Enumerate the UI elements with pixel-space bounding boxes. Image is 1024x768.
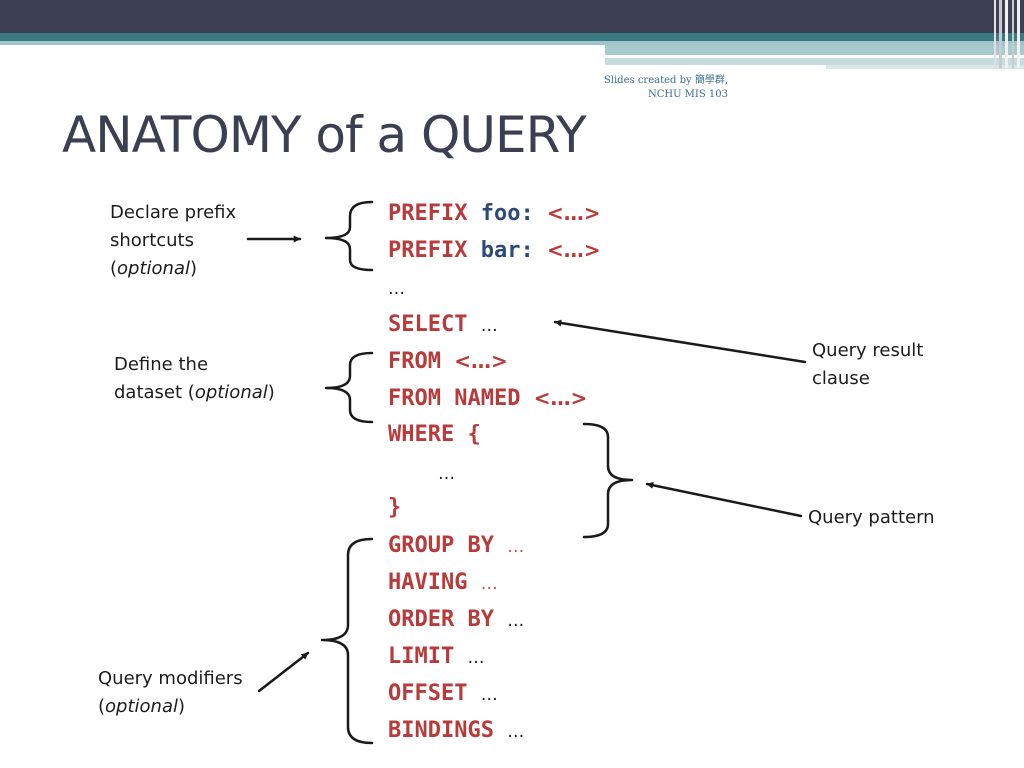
dataset-text: dataset ( — [114, 382, 195, 403]
page-title: ANATOMY of a QUERY — [62, 106, 587, 164]
keyword-bindings: BINDINGS — [388, 718, 494, 743]
optional-text: optional — [194, 382, 268, 403]
closing-brace: } — [388, 495, 402, 520]
header-band — [0, 0, 1024, 69]
credit-line-2: NCHU MIS 103 — [647, 89, 728, 100]
brace-pattern — [582, 422, 634, 539]
prefix-name-bar: bar: — [480, 238, 534, 263]
keyword-order-by: ORDER BY — [388, 607, 494, 632]
label-result-line-1: Query result — [812, 340, 924, 361]
keyword-prefix: PREFIX — [388, 201, 468, 226]
label-prefix-line-1: Declare prefix — [110, 202, 237, 223]
iri-placeholder: <…> — [454, 349, 508, 373]
paren-open: ( — [98, 696, 106, 717]
brace-dataset — [324, 351, 374, 424]
label-prefix: Declare prefix shortcuts (optional) — [110, 199, 236, 283]
ellipsis: … — [388, 279, 405, 299]
code-line-limit: LIMIT … — [388, 643, 484, 672]
label-modifiers-line-2: (optional) — [98, 693, 243, 721]
code-line-prefix-bar: PREFIX bar: <…> — [388, 236, 600, 265]
code-line-having: HAVING … — [388, 569, 498, 598]
ellipsis: … — [480, 685, 498, 705]
label-prefix-line-3: (optional) — [110, 255, 236, 283]
label-dataset-line-1: Define the — [114, 354, 209, 375]
label-dataset: Define the dataset (optional) — [114, 351, 275, 407]
code-line-ellipsis: … — [388, 274, 405, 303]
keyword-having: HAVING — [388, 570, 468, 595]
credit-line-1: Slides created by 簡學群, — [603, 75, 728, 86]
ellipsis: … — [438, 464, 455, 484]
keyword-offset: OFFSET — [388, 681, 468, 706]
code-line-prefix-foo: PREFIX foo: <…> — [388, 199, 600, 228]
label-query-modifiers: Query modifiers (optional) — [98, 665, 243, 721]
code-line-select: SELECT … — [388, 311, 498, 340]
ellipsis: … — [507, 722, 525, 742]
ellipsis: … — [507, 537, 525, 557]
optional-text: optional — [117, 258, 190, 279]
code-line-group-by: GROUP BY … — [388, 532, 524, 561]
brace-prefix — [324, 200, 374, 272]
code-line-offset: OFFSET … — [388, 680, 498, 709]
label-query-pattern: Query pattern — [808, 507, 935, 528]
ellipsis: … — [507, 611, 525, 631]
label-prefix-line-2: shortcuts — [110, 230, 194, 251]
iri-placeholder: <…> — [533, 386, 588, 410]
brace-modifiers — [320, 537, 374, 745]
keyword-prefix: PREFIX — [388, 238, 468, 263]
prefix-name-foo: foo: — [480, 201, 534, 226]
keyword-from: FROM — [388, 349, 441, 374]
ellipsis: … — [467, 648, 485, 668]
code-line-order-by: ORDER BY … — [388, 606, 524, 635]
iri-placeholder: <…> — [546, 238, 601, 262]
code-line-from: FROM <…> — [388, 347, 508, 376]
keyword-group-by: GROUP BY — [388, 533, 494, 558]
label-result-line-2: clause — [812, 368, 870, 389]
paren-close: ) — [267, 382, 275, 403]
paren-open: ( — [110, 258, 118, 279]
arrow-result-clause — [553, 319, 807, 364]
paren-close: ) — [177, 696, 186, 717]
code-line-from-named: FROM NAMED <…> — [388, 384, 587, 413]
label-modifiers-line-1: Query modifiers — [98, 668, 243, 689]
arrow-modifiers — [257, 651, 310, 693]
iri-placeholder: <…> — [546, 201, 601, 225]
code-line-where: WHERE { — [388, 421, 481, 449]
slide-credit: Slides created by 簡學群, NCHU MIS 103 — [560, 74, 728, 102]
code-line-bindings: BINDINGS … — [388, 717, 524, 746]
label-result-clause: Query result clause — [812, 337, 923, 393]
keyword-from-named: FROM NAMED — [388, 386, 521, 411]
keyword-where: WHERE { — [388, 422, 481, 447]
optional-text: optional — [105, 696, 178, 717]
code-line-pattern-ellipsis: … — [438, 459, 455, 488]
label-dataset-line-2: dataset (optional) — [114, 379, 275, 407]
ellipsis: … — [480, 316, 498, 336]
paren-close: ) — [189, 258, 198, 279]
keyword-limit: LIMIT — [388, 644, 455, 669]
keyword-select: SELECT — [388, 312, 468, 337]
ellipsis: … — [480, 574, 498, 594]
code-line-close-brace: } — [388, 494, 401, 522]
arrow-query-pattern — [645, 481, 803, 518]
